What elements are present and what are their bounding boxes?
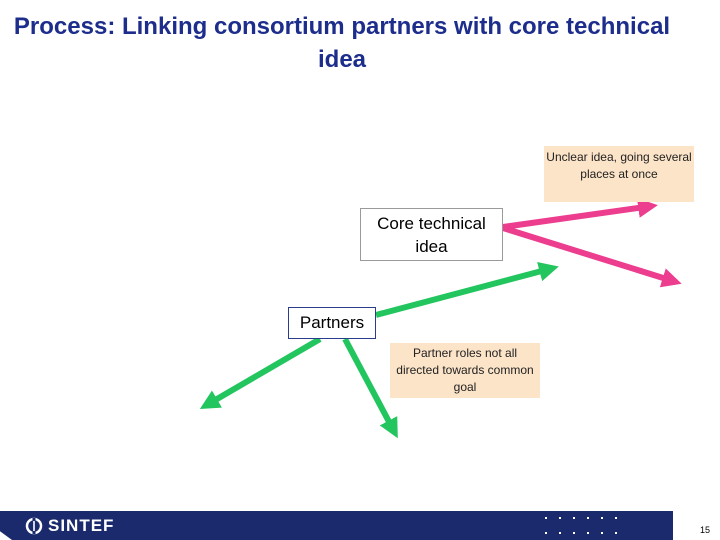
page-number: 15 (699, 525, 710, 535)
logo-text: SINTEF (48, 516, 115, 535)
slide-title: Process: Linking consortium partners wit… (13, 13, 671, 73)
core-idea-box: Core technical idea (360, 208, 503, 261)
sintef-logo-icon (25, 517, 43, 535)
core-to-unclear-arrow (502, 198, 658, 230)
partners-left-arrow (199, 336, 322, 409)
dot-pattern (545, 517, 617, 534)
partner-roles-note: Partner roles not all directed towards c… (390, 343, 540, 398)
partners-down-arrow (342, 337, 398, 439)
core-to-right-arrow (502, 225, 682, 288)
partners-box: Partners (288, 307, 376, 339)
unclear-idea-note: Unclear idea, going several places at on… (544, 146, 694, 202)
footer: SINTEF 15 (0, 511, 720, 540)
footer-band (0, 511, 673, 540)
partners-to-core-arrow (375, 261, 559, 318)
